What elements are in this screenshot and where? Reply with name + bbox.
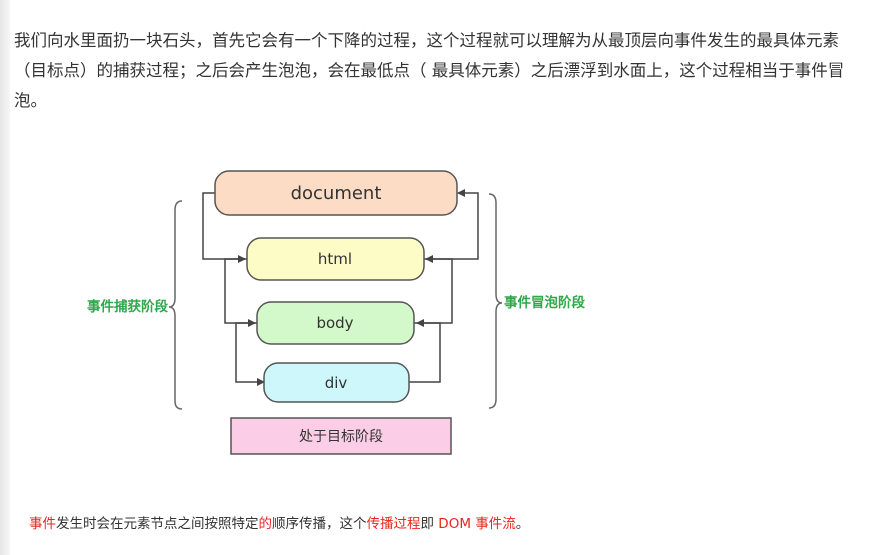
bubble-phase-label: 事件冒泡阶段 xyxy=(504,294,585,311)
node-html-label: html xyxy=(318,250,352,268)
capture-arrow-to-html xyxy=(202,192,246,263)
node-body-box xyxy=(256,301,415,345)
footer-highlight-process: 传播过程 xyxy=(366,516,421,532)
footer-paragraph: 事件发生时会在元素节点之间按照特定的顺序传播，这个传播过程即 DOM 事件流。 xyxy=(29,513,869,535)
capture-phase-brace xyxy=(168,200,183,410)
footer-text-1: 发生时会在元素节点之间按照特定 xyxy=(56,516,259,532)
footer-text-4: 。 xyxy=(515,516,530,532)
footer-highlight-dom-flow: DOM 事件流 xyxy=(438,516,516,532)
node-body-label: body xyxy=(316,314,353,332)
node-div-label: div xyxy=(325,374,348,392)
target-phase-label: 处于目标阶段 xyxy=(299,429,383,445)
footer-text-3: 即 xyxy=(420,516,439,532)
capture-arrow-to-div xyxy=(235,322,265,386)
node-document-label: document xyxy=(291,183,382,204)
footer-highlight-event: 事件 xyxy=(29,516,56,532)
footer-text-2: 顺序传播，这个 xyxy=(272,516,367,532)
target-phase-box xyxy=(230,417,452,455)
node-document-box xyxy=(214,170,458,216)
capture-phase-label: 事件捕获阶段 xyxy=(87,298,168,315)
bubble-arrow-from-html xyxy=(424,189,479,260)
node-div-box xyxy=(263,362,410,403)
node-html-box xyxy=(246,237,425,281)
bubble-phase-brace xyxy=(488,193,503,409)
footer-highlight-de: 的 xyxy=(258,516,273,532)
page-left-edge xyxy=(0,0,10,555)
intro-paragraph: 我们向水里面扔一块石头，首先它会有一个下降的过程，这个过程就可以理解为从最顶层向… xyxy=(14,31,845,110)
